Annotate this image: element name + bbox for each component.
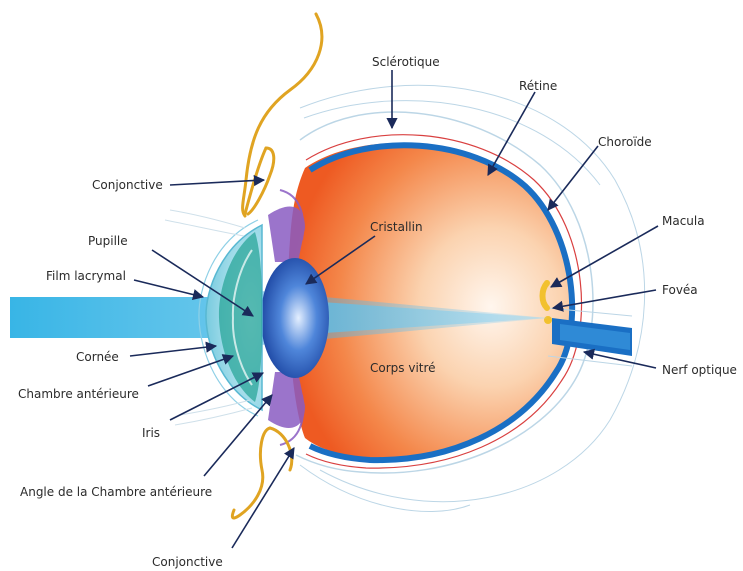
label-conjonctive-top: Conjonctive [92, 178, 163, 192]
label-macula: Macula [662, 214, 705, 228]
label-iris: Iris [142, 426, 160, 440]
label-conjonctive-bottom: Conjonctive [152, 555, 223, 569]
label-pupille: Pupille [88, 234, 128, 248]
label-retine: Rétine [519, 79, 557, 93]
label-choroide: Choroïde [598, 135, 652, 149]
label-angle-chambre: Angle de la Chambre antérieure [20, 485, 212, 499]
label-chambre-anterieure: Chambre antérieure [18, 387, 139, 401]
label-nerf-optique: Nerf optique [662, 363, 737, 377]
label-film-lacrymal: Film lacrymal [46, 269, 126, 283]
label-corps-vitre: Corps vitré [370, 361, 436, 375]
label-sclerotique: Sclérotique [372, 55, 440, 69]
label-cristallin: Cristallin [370, 220, 423, 234]
label-fovea: Fovéa [662, 283, 698, 297]
label-cornee: Cornée [76, 350, 119, 364]
